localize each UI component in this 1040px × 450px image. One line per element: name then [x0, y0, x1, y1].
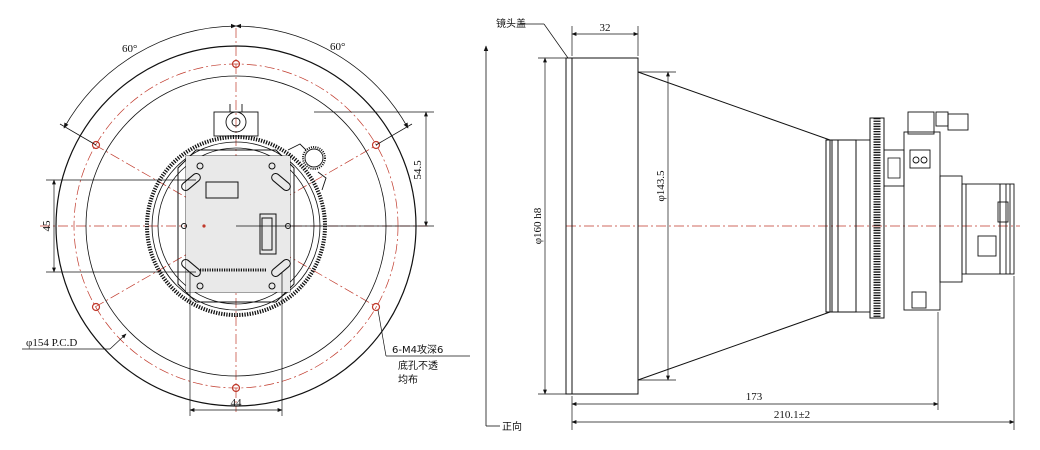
pcd-label: φ154 P.C.D	[26, 337, 77, 349]
dim-173	[571, 312, 939, 430]
dim-143-5-label: φ143.5	[655, 170, 667, 202]
dim-54-5	[236, 111, 434, 227]
dim-45	[46, 179, 196, 273]
lens-cap-leader	[520, 23, 569, 59]
dim-160	[538, 57, 566, 395]
dim-160-label: φ160 h8	[532, 207, 544, 244]
front-direction	[483, 45, 500, 427]
side-view: 正向 镜头盖	[483, 17, 1020, 433]
dim-173-label: 173	[746, 391, 763, 403]
mounting-hole	[371, 140, 381, 150]
dim-143-5	[638, 71, 676, 381]
mounting-hole	[91, 302, 101, 312]
front-view: 60° 60° 54.5 45 44 φ154 P.C.D	[22, 23, 470, 416]
mounting-hole	[91, 140, 101, 150]
mounting-hole	[231, 383, 241, 393]
hole-note-line1: 6-M4攻深6	[392, 343, 443, 356]
dim-44	[189, 272, 283, 416]
dim-45-label: 45	[41, 220, 53, 232]
pcd-leader	[22, 333, 127, 350]
angle-dimension	[59, 23, 413, 146]
focus-knob-right	[287, 143, 327, 191]
angle-left-label: 60°	[122, 43, 137, 55]
lens-cap-label: 镜头盖	[496, 17, 526, 30]
dim-54-5-label: 54.5	[412, 160, 424, 180]
dim-210	[571, 276, 1015, 430]
camera-module	[939, 175, 1015, 283]
angle-right-label: 60°	[330, 41, 345, 53]
hole-note-line2: 底孔不透	[398, 359, 438, 372]
focus-gear-side	[869, 117, 905, 319]
hole-note-leader	[377, 309, 470, 357]
sensor-mount	[177, 149, 295, 303]
lens-barrel	[565, 57, 857, 395]
dim-32-label: 32	[600, 22, 611, 34]
front-direction-label: 正向	[502, 420, 522, 433]
dim-44-label: 44	[231, 397, 243, 409]
hole-note-line3: 均布	[398, 374, 418, 386]
dim-32	[571, 26, 639, 56]
dim-210-label: 210.1±2	[774, 409, 810, 421]
mounting-hole	[371, 302, 381, 312]
